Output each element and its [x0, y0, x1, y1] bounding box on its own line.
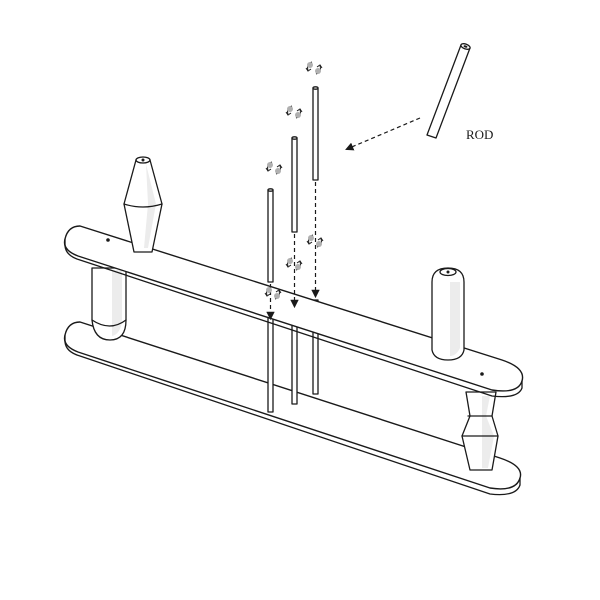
right-top-cap: [431, 267, 465, 361]
loose-rod: [426, 43, 471, 139]
left-top-finial: [123, 156, 163, 253]
upper-rods: [267, 86, 319, 283]
rotate-icon: [305, 61, 323, 75]
top-board: [63, 225, 524, 398]
right-lower-cone: [461, 391, 499, 471]
left-spacer: [91, 267, 127, 341]
rod-label: ROD: [466, 127, 493, 142]
bottom-board: [63, 321, 522, 496]
rotate-icon: [265, 161, 283, 175]
insertion-guides: [266, 182, 320, 321]
rod-direction-arrow: [345, 117, 421, 151]
rotate-icon: [285, 105, 303, 119]
